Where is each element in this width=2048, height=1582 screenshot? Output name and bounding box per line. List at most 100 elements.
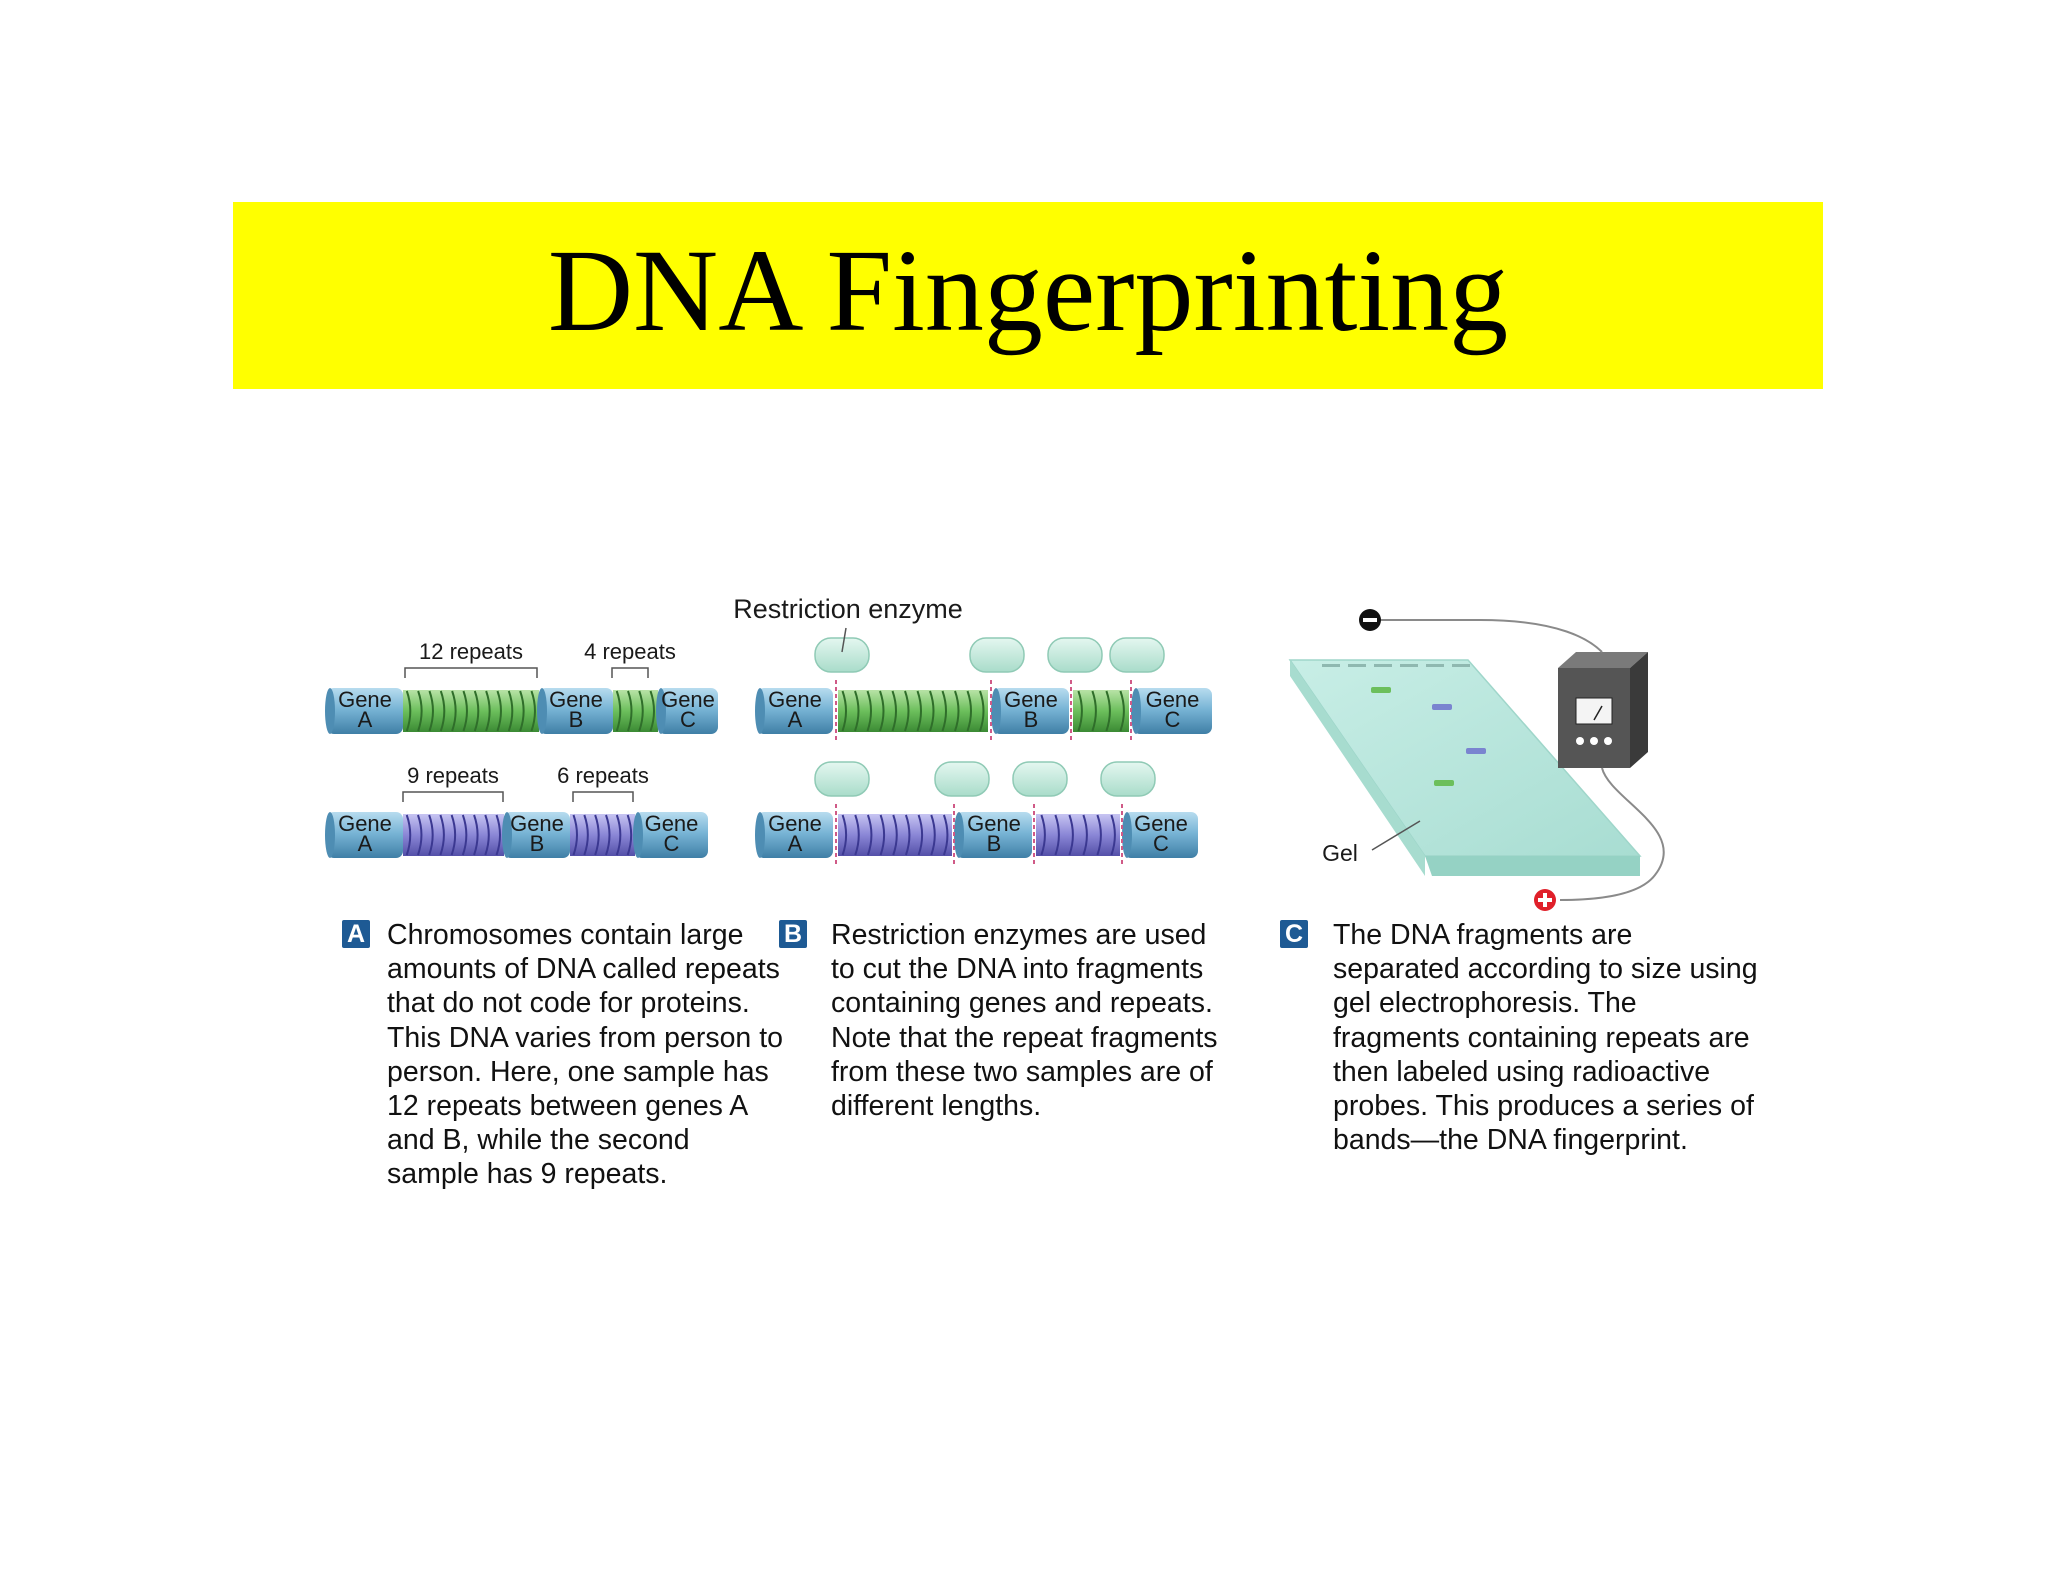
panel-a-strand1-repeats-12-coil xyxy=(417,690,423,732)
panel-b-strand1-repeats-12-coil xyxy=(841,690,847,732)
panel-a-strand1-repeats-12-coil xyxy=(405,690,412,732)
panel-b-strand2-repeats-9-coil xyxy=(879,814,886,856)
panel-c-power-supply-meter xyxy=(1575,697,1613,725)
panel-a-strand2-repeats-9-coil xyxy=(428,814,434,856)
panel-a-strand2-repeats-6 xyxy=(570,814,635,856)
panel-c-plus-sign-v xyxy=(1543,893,1547,907)
panel-a-strand2-repeats-9-coil xyxy=(461,814,468,856)
panel-c-power-supply-needle xyxy=(1593,705,1603,721)
panel-b-strand1-gene-b-cap xyxy=(991,688,1001,734)
panel-b-strand1-repeats-12 xyxy=(838,690,988,732)
panel-c-power-supply-top xyxy=(1558,652,1648,668)
panel-c-minus-sign-icon xyxy=(1363,618,1377,622)
panel-b-strand1-gene-a-label-top: Gene xyxy=(768,687,822,712)
panel-b-strand2-repeats-6-coil xyxy=(1096,814,1102,856)
panel-a-strand1-gene-a-cap xyxy=(325,688,335,734)
panel-a-strand1-repeats-12-coil xyxy=(428,690,434,732)
panel-b-strand1-repeats-4-coil xyxy=(1105,690,1111,732)
panel-b-strand2-repeats-6-coil xyxy=(1068,814,1074,856)
panel-b-strand1-gene-c-label-bottom: C xyxy=(1165,707,1181,732)
panel-a-strand1-gene-c-label-bottom: C xyxy=(680,707,696,732)
panel-a-strand2-gene-c-label-top: Gene xyxy=(645,811,699,836)
panel-b-strand1-repeats-12-coil xyxy=(941,690,947,732)
panel-b-strand2-gene-a-cap xyxy=(755,812,765,858)
panel-b-strand2-repeats-6-coil xyxy=(1110,814,1116,856)
panel-a-strand2-gene-c-label-bottom: C xyxy=(664,831,680,856)
panel-b-strand2-repeats-6-coil xyxy=(1040,814,1046,856)
panel-b-strand2-repeats-9-coil xyxy=(866,814,873,856)
panel-a-strand1-gene-a-label-bottom: A xyxy=(358,707,373,732)
panel-b-strand1-gene-c xyxy=(1133,688,1212,734)
panel-a-strand2-gene-a-label-top: Gene xyxy=(338,811,392,836)
panel-b-enzyme-pointer xyxy=(841,627,847,653)
panel-a-strand1-repeats-12-coil xyxy=(439,690,446,732)
panel-c-power-supply-knob-1 xyxy=(1576,737,1584,745)
panel-b-strand2-gene-c xyxy=(1124,812,1198,858)
panel-c-gel-band-1 xyxy=(1371,687,1391,693)
panel-b-strand1-gene-b xyxy=(993,688,1069,734)
panel-b-strand2-gene-c-label-top: Gene xyxy=(1134,811,1188,836)
panel-a-strand2-repeats-6-coil xyxy=(626,814,633,856)
panel-a-label-12-repeats: 12 repeats xyxy=(419,639,523,664)
panel-a-strand2-gene-b-cap xyxy=(502,812,512,858)
panel-b-strand2-repeats-9-coil xyxy=(841,814,848,856)
title-banner: DNA Fingerprinting xyxy=(233,202,1823,389)
panel-a-strand2-repeats-6-coil xyxy=(605,814,611,856)
panel-b-strand1-gene-a-label-bottom: A xyxy=(788,707,803,732)
panel-a-strand1-gene-b-label-bottom: B xyxy=(569,707,584,732)
panel-b-strand2-enzyme-1 xyxy=(814,761,870,797)
panel-a-strand1-repeats-12-coil xyxy=(473,690,480,732)
panel-c-gel-pointer xyxy=(1371,820,1421,851)
panel-b-strand2-repeats-9-coil xyxy=(930,814,936,856)
panel-a-label-4-repeats: 4 repeats xyxy=(584,639,676,664)
panel-c-power-supply-side xyxy=(1630,652,1648,768)
panel-b-strand1-repeats-12-coil xyxy=(916,690,922,732)
panel-b-strand2-gene-a xyxy=(757,812,833,858)
panel-a-strand2-repeats-9-coil xyxy=(473,814,479,856)
panel-c-gel-well-5 xyxy=(1426,664,1444,667)
panel-a-strand1-repeats-12-coil xyxy=(496,690,502,732)
panel-b-strand2-repeats-9-coil xyxy=(917,814,924,856)
panel-b-strand1-gene-c-cap xyxy=(1131,688,1141,734)
panel-a-strand1-repeats-12-coil xyxy=(451,690,457,732)
panel-a-strand2-gene-a-cap xyxy=(325,812,335,858)
panel-c-positive-wire xyxy=(1559,767,1665,901)
panel-b-strand1-gene-a-cap xyxy=(755,688,765,734)
panel-c-gel-band-3 xyxy=(1466,748,1486,754)
panel-a-strand1-gene-b-label-top: Gene xyxy=(549,687,603,712)
panel-c-gel-well-3 xyxy=(1374,664,1392,667)
panel-c-negative-wire xyxy=(1370,619,1603,653)
panel-b-strand1-repeats-12-coil xyxy=(954,690,960,732)
panel-b-strand1-gene-b-label-bottom: B xyxy=(1024,707,1039,732)
panel-b-strand2-repeats-9-coil xyxy=(942,814,949,856)
panel-b-strand2-gene-a-label-top: Gene xyxy=(768,811,822,836)
panel-a-strand1-gene-a-label-top: Gene xyxy=(338,687,392,712)
panel-a-strand1-repeats-4-coil xyxy=(615,690,622,732)
panel-b-strand2-gene-b-label-top: Gene xyxy=(967,811,1021,836)
panel-b-strand1-enzyme-1 xyxy=(814,637,870,673)
panel-a-strand1-repeats-4-coil xyxy=(649,690,655,732)
panel-a-label-9-repeats-bracket xyxy=(402,791,504,802)
panel-b-strand1-repeats-4-coil xyxy=(1091,690,1097,732)
panel-a-strand1-repeats-4-coil xyxy=(638,690,644,732)
caption-text-a: Chromosomes contain large amounts of DNA… xyxy=(387,919,783,1191)
panel-a-strand2-repeats-6-coil xyxy=(583,814,589,856)
panel-a-label-6-repeats: 6 repeats xyxy=(557,763,649,788)
panel-b-strand1-gene-b-label-top: Gene xyxy=(1004,687,1058,712)
caption-text-c: The DNA fragments are separated accordin… xyxy=(1333,919,1758,1157)
panel-c-power-supply-knob-3 xyxy=(1604,737,1612,745)
panel-b-strand1-enzyme-4 xyxy=(1109,637,1165,673)
panel-b-strand1-repeats-12-coil xyxy=(866,690,872,732)
panel-c-gel-band-2 xyxy=(1432,704,1452,710)
panel-b-strand2-enzyme-4 xyxy=(1100,761,1156,797)
panel-b-strand1-repeats-12-coil xyxy=(891,690,897,732)
panel-b-strand2-gene-b xyxy=(956,812,1032,858)
panel-a-strand1-gene-c-label-top: Gene xyxy=(661,687,715,712)
panel-a-label-4-repeats-bracket xyxy=(611,667,649,678)
panel-c-gel-well-1 xyxy=(1322,664,1340,667)
panel-a-strand2-repeats-9-coil xyxy=(450,814,457,856)
panel-a-strand2-gene-b-label-top: Gene xyxy=(510,811,564,836)
panel-b-strand2-repeats-9-coil xyxy=(904,814,911,856)
panel-b-strand1-repeats-12-coil xyxy=(879,690,885,732)
